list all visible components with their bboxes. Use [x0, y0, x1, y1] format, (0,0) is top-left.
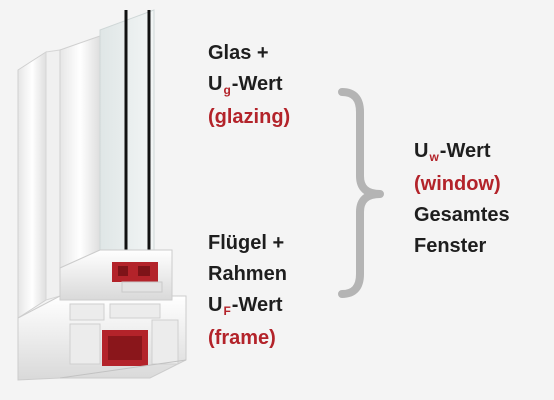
- window-line4: Fenster: [414, 235, 487, 257]
- glazing-u-suffix: -Wert: [231, 73, 283, 95]
- window-uvalue: Uw-Wert: [414, 136, 510, 169]
- glazing-u-subscript: g: [223, 83, 231, 97]
- frame-label: Flügel + Rahmen UF-Wert (frame): [208, 228, 287, 354]
- glazing-tag: (glazing): [208, 106, 291, 128]
- window-tag: (window): [414, 173, 501, 195]
- glazing-u-letter: U: [208, 73, 223, 95]
- frame-u-suffix: -Wert: [231, 294, 283, 316]
- window-u-letter: U: [414, 140, 429, 162]
- frame-tag: (frame): [208, 327, 276, 349]
- frame-u-subscript: F: [223, 304, 231, 318]
- window-u-suffix: -Wert: [439, 140, 491, 162]
- frame-line2: Rahmen: [208, 263, 287, 285]
- glazing-uvalue: Ug-Wert: [208, 69, 290, 102]
- frame-line1: Flügel +: [208, 232, 285, 254]
- frame-uvalue: UF-Wert: [208, 290, 287, 323]
- frame-u-letter: U: [208, 294, 223, 316]
- glazing-line1: Glas +: [208, 42, 269, 64]
- glazing-label: Glas + Ug-Wert (glazing): [208, 38, 290, 133]
- window-label: Uw-Wert (window) Gesamtes Fenster: [414, 136, 510, 262]
- window-line3: Gesamtes: [414, 204, 510, 226]
- window-u-subscript: w: [429, 150, 439, 164]
